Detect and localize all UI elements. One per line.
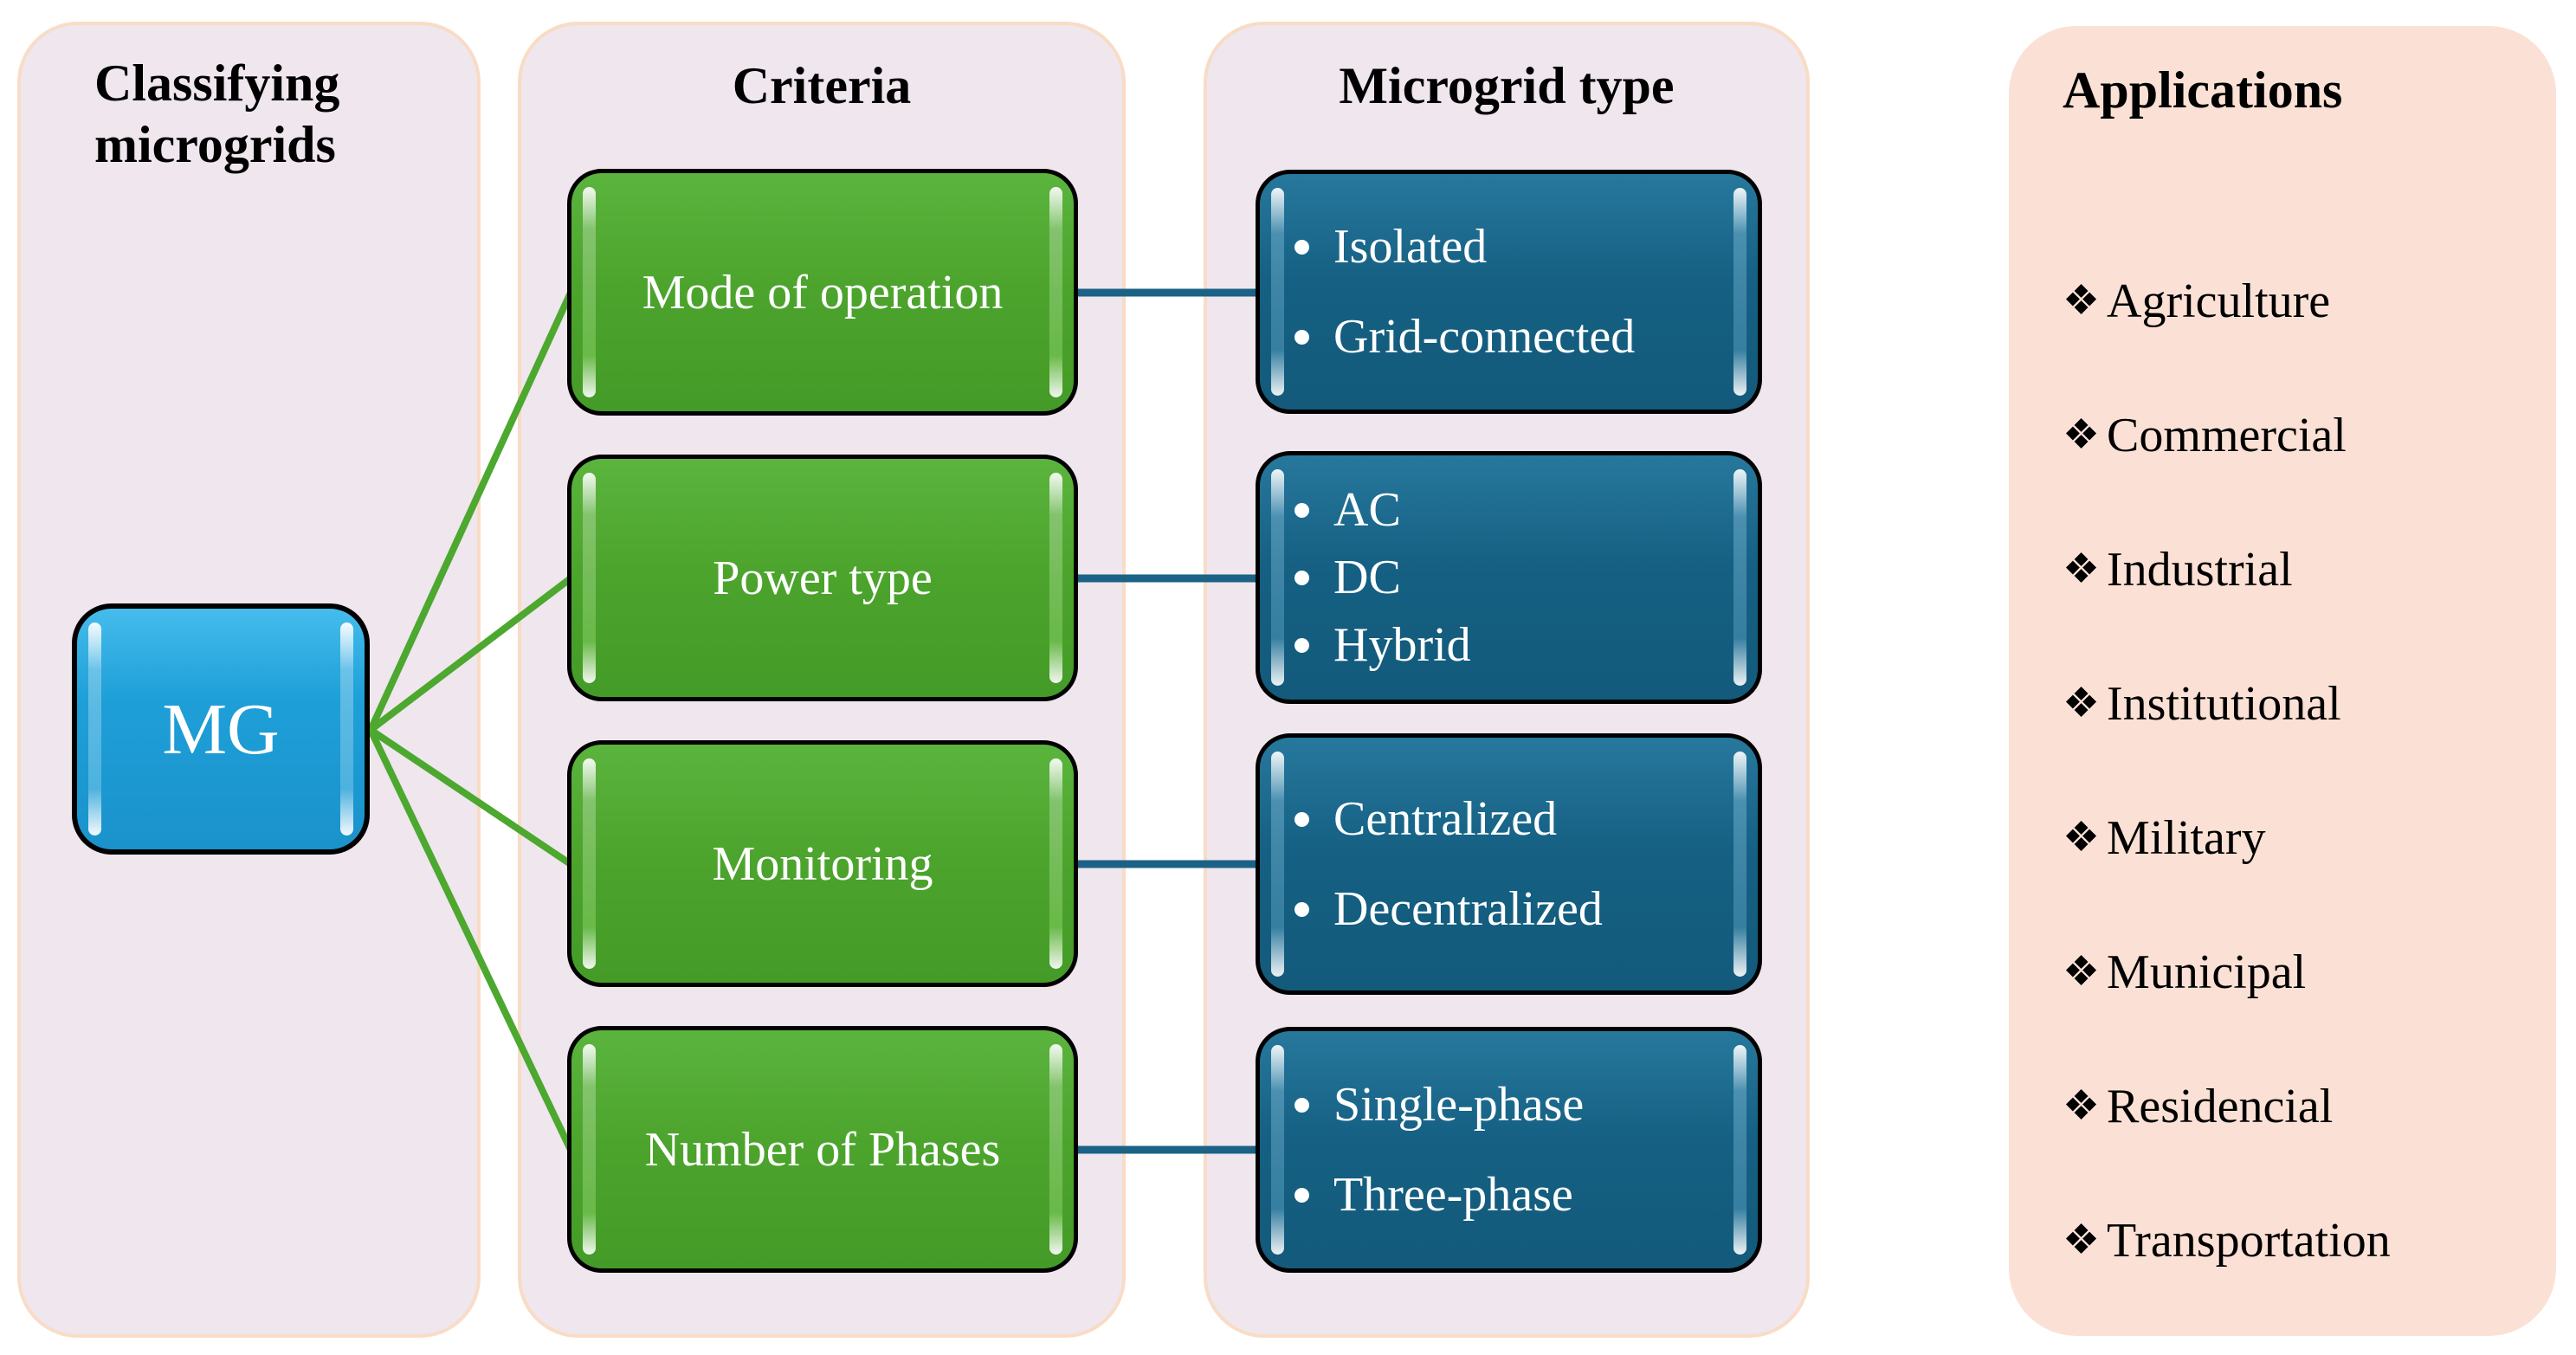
criteria-box-label: Power type	[713, 551, 933, 605]
type-item: Isolated	[1294, 219, 1487, 274]
criteria-box-number-of-phases: Number of Phases	[567, 1026, 1078, 1273]
type-item-label: DC	[1333, 551, 1401, 604]
application-item-label: Agriculture	[2107, 274, 2331, 328]
mg-root-node: MG	[72, 603, 370, 855]
application-item-label: Commercial	[2107, 408, 2347, 462]
type-item: Three-phase	[1294, 1167, 1573, 1223]
application-item-label: Institutional	[2107, 676, 2341, 731]
type-item-label: Decentralized	[1333, 882, 1603, 936]
diamond-bullet-icon: ❖	[2063, 411, 2101, 458]
type-box-power-type: AC DC Hybrid	[1256, 451, 1762, 704]
microgrid-type-panel-title: Microgrid type	[1339, 57, 1675, 114]
application-item: ❖ Agriculture	[2063, 234, 2391, 368]
bullet-dot-icon	[1294, 637, 1309, 653]
type-item: Hybrid	[1294, 617, 1471, 673]
diamond-bullet-icon: ❖	[2063, 948, 2101, 995]
bullet-dot-icon	[1294, 239, 1309, 255]
application-item-label: Industrial	[2107, 542, 2293, 597]
application-item: ❖ Transportation	[2063, 1173, 2391, 1307]
type-box-number-of-phases: Single-phase Three-phase	[1256, 1027, 1762, 1273]
diamond-bullet-icon: ❖	[2063, 545, 2101, 592]
application-item-label: Municipal	[2107, 945, 2307, 999]
application-item: ❖ Commercial	[2063, 368, 2391, 502]
bullet-dot-icon	[1294, 570, 1309, 585]
type-item-label: Three-phase	[1333, 1168, 1573, 1222]
criteria-box-power-type: Power type	[567, 455, 1078, 701]
applications-panel: Applications ❖ Agriculture ❖ Commercial …	[2009, 26, 2556, 1336]
diamond-bullet-icon: ❖	[2063, 1216, 2101, 1263]
application-item: ❖ Institutional	[2063, 636, 2391, 771]
type-item: Grid-connected	[1294, 309, 1635, 365]
type-box-mode-of-operation: Isolated Grid-connected	[1256, 170, 1762, 414]
type-item: Centralized	[1294, 791, 1557, 847]
bullet-dot-icon	[1294, 502, 1309, 518]
bullet-dot-icon	[1294, 1097, 1309, 1113]
application-item-label: Transportation	[2107, 1213, 2391, 1268]
diamond-bullet-icon: ❖	[2063, 680, 2101, 726]
application-item-label: Military	[2107, 810, 2266, 865]
application-item: ❖ Municipal	[2063, 905, 2391, 1039]
bullet-dot-icon	[1294, 329, 1309, 345]
criteria-box-mode-of-operation: Mode of operation	[567, 169, 1078, 416]
applications-panel-title: Applications	[2063, 61, 2343, 119]
type-item-label: Isolated	[1333, 220, 1488, 274]
type-box-monitoring: Centralized Decentralized	[1256, 733, 1762, 995]
bullet-dot-icon	[1294, 811, 1309, 827]
criteria-box-label: Number of Phases	[644, 1122, 1001, 1177]
type-item: Single-phase	[1294, 1077, 1584, 1132]
type-item: Decentralized	[1294, 881, 1603, 937]
type-item-label: AC	[1333, 483, 1401, 537]
type-item-label: Single-phase	[1333, 1078, 1585, 1132]
type-item-label: Hybrid	[1333, 618, 1471, 672]
application-item: ❖ Military	[2063, 771, 2391, 905]
diamond-bullet-icon: ❖	[2063, 814, 2101, 861]
applications-list: ❖ Agriculture ❖ Commercial ❖ Industrial …	[2063, 234, 2391, 1307]
application-item: ❖ Residencial	[2063, 1039, 2391, 1173]
criteria-panel-title: Criteria	[732, 57, 912, 114]
type-item: AC	[1294, 482, 1401, 538]
bullet-dot-icon	[1294, 1187, 1309, 1203]
type-item: DC	[1294, 550, 1401, 605]
criteria-box-label: Monitoring	[712, 836, 933, 891]
classifying-panel-title: Classifying microgrids	[94, 55, 340, 173]
criteria-box-label: Mode of operation	[642, 265, 1004, 319]
criteria-box-monitoring: Monitoring	[567, 740, 1078, 987]
type-item-label: Grid-connected	[1333, 310, 1636, 364]
application-item-label: Residencial	[2107, 1079, 2334, 1133]
diamond-bullet-icon: ❖	[2063, 277, 2101, 324]
mg-root-label: MG	[162, 688, 280, 770]
bullet-dot-icon	[1294, 901, 1309, 917]
type-item-label: Centralized	[1333, 792, 1558, 846]
diamond-bullet-icon: ❖	[2063, 1082, 2101, 1129]
application-item: ❖ Industrial	[2063, 502, 2391, 636]
